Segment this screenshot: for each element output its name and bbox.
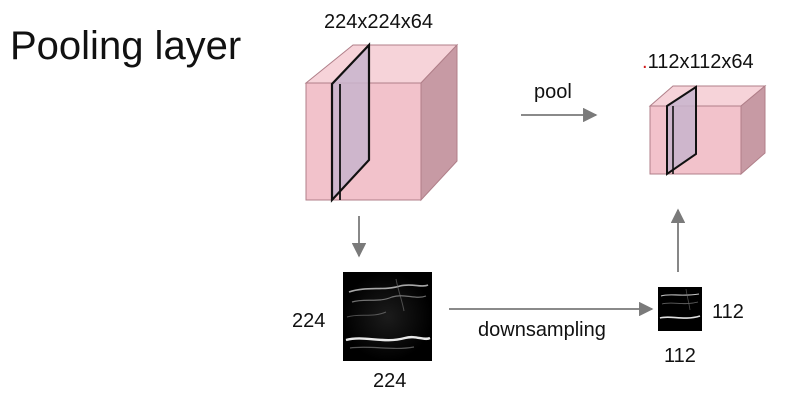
output-volume-cube: [650, 86, 765, 174]
input-volume-cube: [306, 45, 457, 200]
output-slice-image: [658, 287, 702, 331]
input-slice-image: [343, 272, 432, 361]
